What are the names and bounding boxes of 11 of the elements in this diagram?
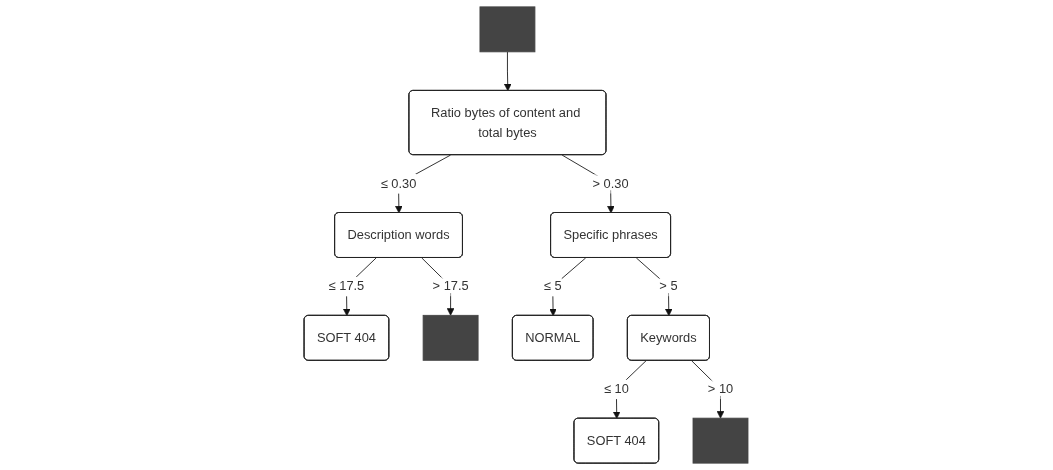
- edge-label: ≤ 0.30: [381, 175, 417, 191]
- node-box: [693, 417, 749, 464]
- edge-label: ≤ 5: [544, 278, 563, 294]
- edge-label: > 17.5: [433, 278, 470, 294]
- node-box: [480, 6, 536, 53]
- edge-label: > 10: [708, 381, 734, 396]
- edge-label: > 0.30: [593, 175, 630, 191]
- edge-label: ≤ 10: [604, 381, 630, 396]
- edge-label: ≤ 17.5: [329, 278, 365, 294]
- node-box: [423, 314, 479, 361]
- edge-label: > 5: [659, 278, 679, 294]
